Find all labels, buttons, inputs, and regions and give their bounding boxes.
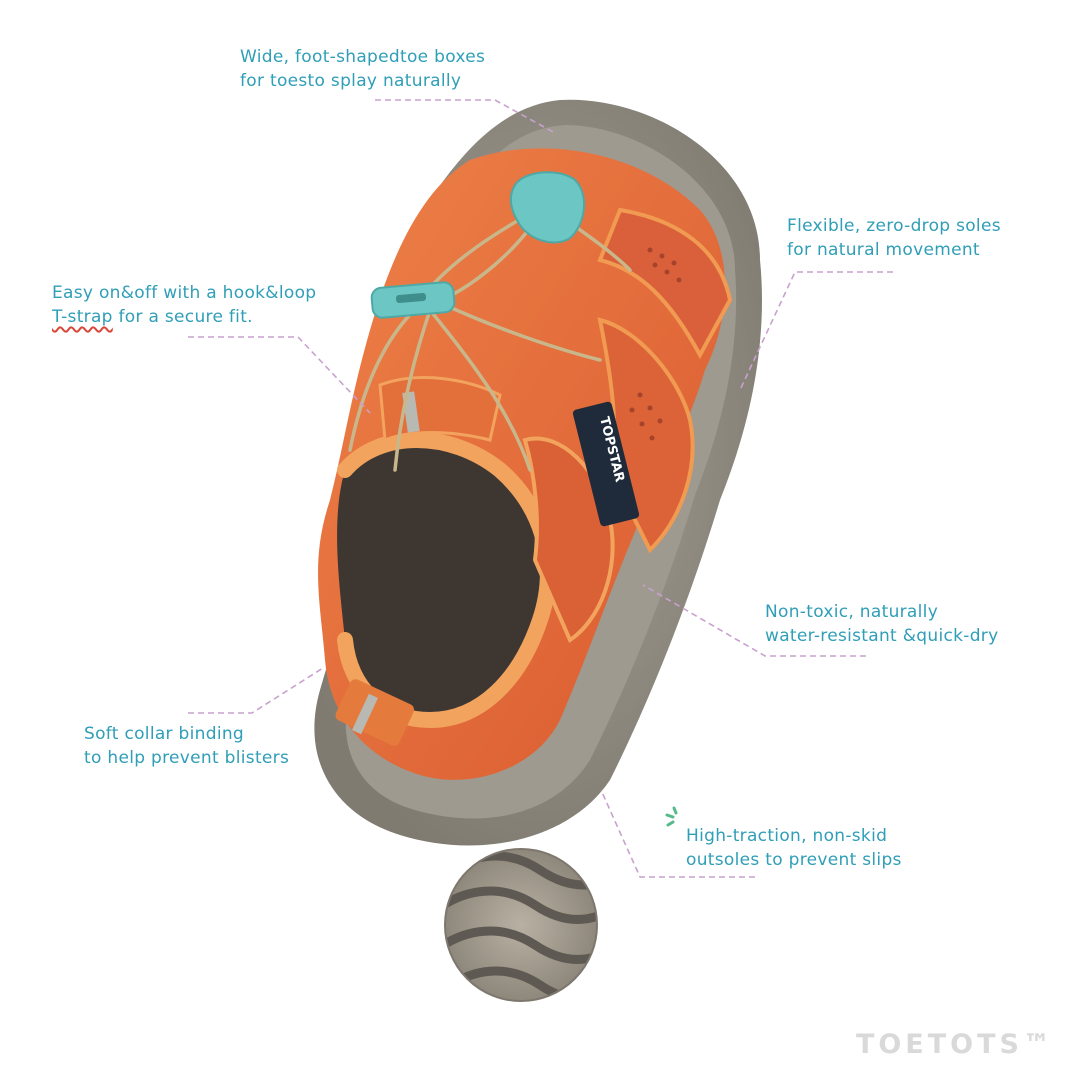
callout-soles-line1: Flexible, zero-drop soles — [787, 216, 1001, 236]
callout-strap-line2: T-strap for a secure fit. — [52, 305, 316, 329]
t-strap — [522, 436, 615, 643]
callout-traction-line2: outsoles to prevent slips — [686, 850, 902, 870]
callout-collar-line2: to help prevent blisters — [84, 748, 290, 768]
callout-strap-line2-rest: for a secure fit. — [112, 307, 253, 327]
toe-strap — [597, 207, 733, 360]
leader-lines — [188, 99, 893, 878]
callout-toe-box-line2: for toesto splay naturally — [240, 71, 462, 91]
callout-strap: Easy on&off with a hook&loop T-strap for… — [52, 281, 316, 329]
callout-nontoxic: Non-toxic, naturally water-resistant &qu… — [765, 600, 998, 648]
callout-traction-line1: High-traction, non-skid — [686, 826, 888, 846]
callout-nontoxic-line1: Non-toxic, naturally — [765, 602, 939, 622]
perforations — [629, 247, 682, 441]
tongue — [378, 376, 502, 443]
callout-soles-line2: for natural movement — [787, 240, 980, 260]
callout-strap-line1: Easy on&off with a hook&loop — [52, 283, 317, 303]
callout-toe-box-line1: Wide, foot-shapedtoe boxes — [240, 47, 486, 67]
foot-opening — [337, 440, 548, 720]
callout-soles: Flexible, zero-drop soles for natural mo… — [787, 214, 1001, 262]
callout-collar: Soft collar binding to help prevent blis… — [84, 722, 289, 770]
reflective-strip-heel — [352, 693, 378, 735]
callout-traction: High-traction, non-skid outsoles to prev… — [686, 824, 902, 872]
heel-pull-tab — [335, 679, 415, 746]
callout-collar-line1: Soft collar binding — [84, 724, 245, 744]
callout-strap-underlined-word: T-strap — [52, 307, 113, 327]
toggle-top — [509, 171, 586, 244]
callout-nontoxic-line2: water-resistant &quick-dry — [765, 626, 999, 646]
brand-tag — [572, 401, 640, 527]
brand-logo: TOETOTS™ — [855, 1029, 1054, 1060]
sparkle-icon — [665, 806, 678, 827]
callout-toe-box: Wide, foot-shapedtoe boxes for toesto sp… — [240, 45, 485, 93]
tread-detail — [444, 848, 598, 1002]
